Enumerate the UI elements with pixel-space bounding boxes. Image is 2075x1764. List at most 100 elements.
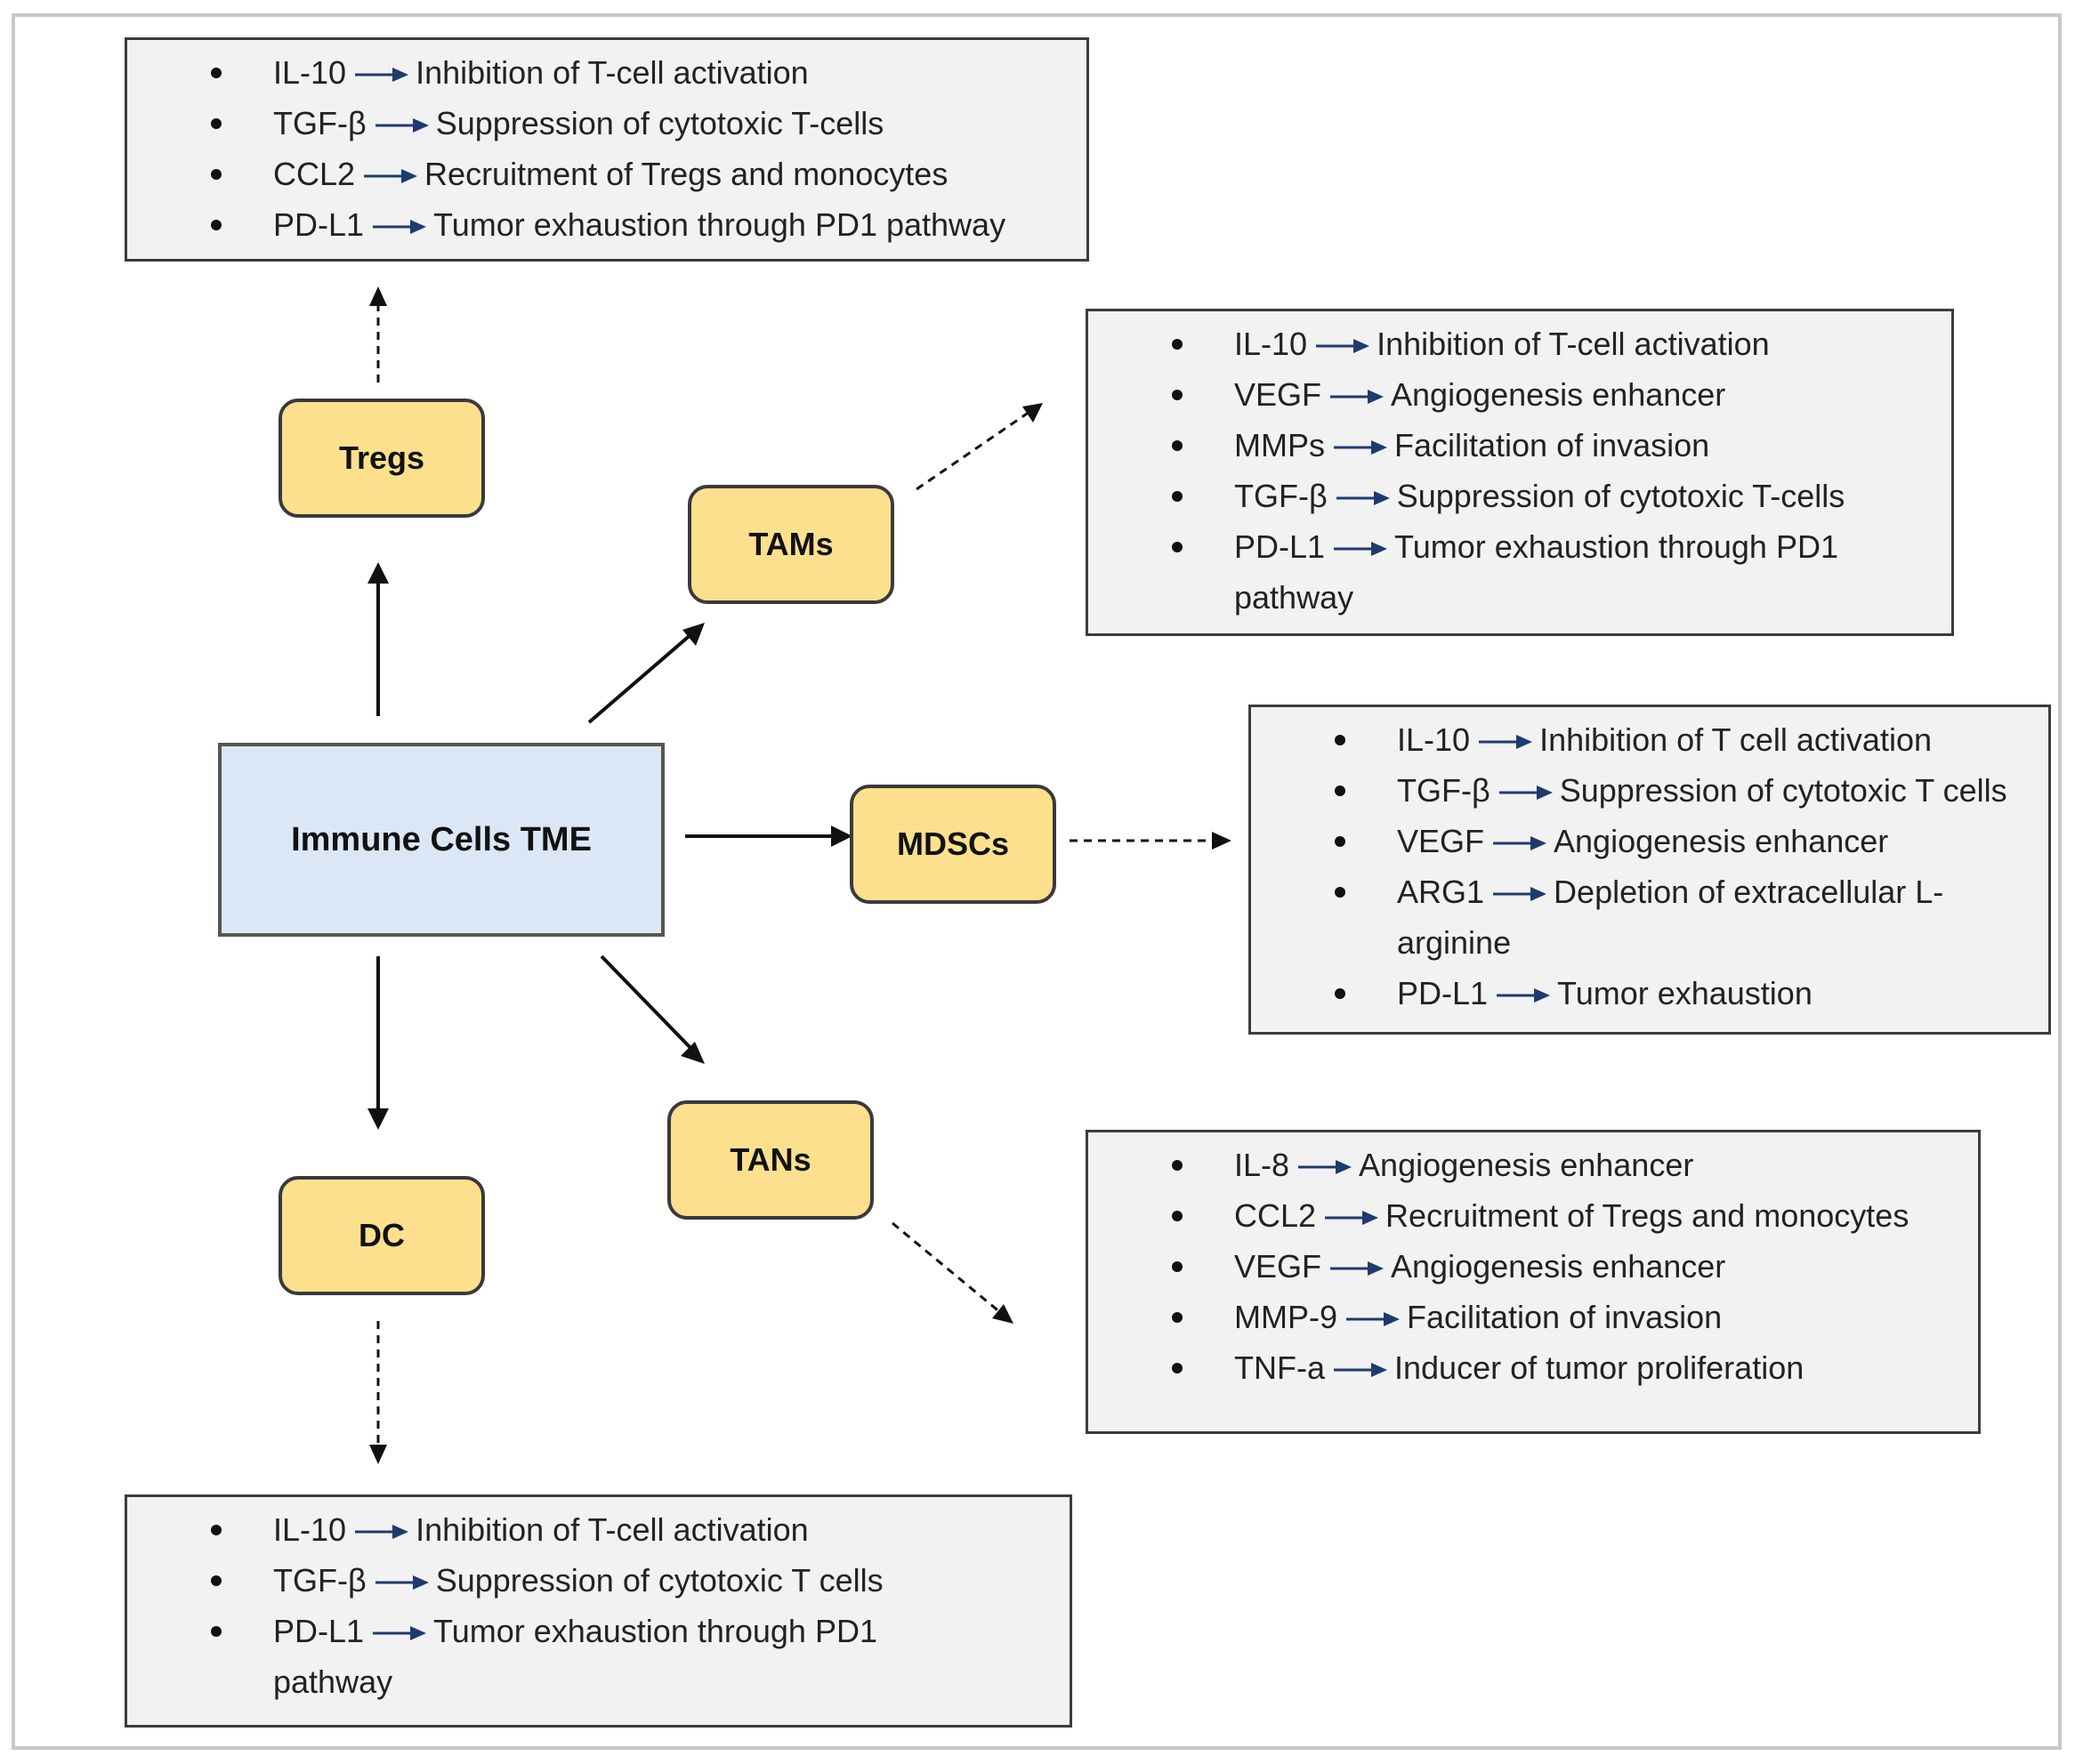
right-arrow-icon — [1330, 387, 1385, 407]
right-arrow-icon — [373, 1623, 427, 1643]
effect-label: Tumor exhaustion through PD1 — [433, 1613, 877, 1649]
bullet-icon — [211, 220, 222, 230]
dashed-arrowhead-dc-box — [369, 1445, 387, 1464]
effect-label: Facilitation of invasion — [1407, 1299, 1723, 1335]
right-arrow-icon — [1346, 1309, 1400, 1329]
factor-label: PD-L1 — [1234, 528, 1326, 565]
effect-label: Depletion of extracellular L- — [1554, 874, 1944, 910]
right-arrow-icon — [1334, 438, 1387, 457]
right-arrow-icon — [1334, 1360, 1387, 1380]
bullet-icon — [1335, 735, 1345, 745]
arrowhead-dc — [367, 1108, 389, 1130]
factor-label: TNF-a — [1234, 1349, 1325, 1386]
effect-label: Tumor exhaustion through PD1 pathway — [433, 206, 1006, 243]
factor-label: VEGF — [1234, 1248, 1322, 1285]
effect-label: Suppression of cytotoxic T-cells — [1396, 478, 1845, 514]
arrowhead-tregs — [367, 562, 389, 584]
arrow-center-to-tans — [600, 954, 694, 1051]
mdscs-node: MDSCs — [850, 785, 1056, 904]
factor-label: PD-L1 — [273, 206, 365, 243]
factor-label: CCL2 — [273, 156, 356, 192]
dc-node: DC — [279, 1176, 485, 1295]
effect-item-continuation: pathway — [273, 1663, 393, 1700]
bullet-icon — [211, 68, 222, 78]
right-arrow-icon — [1498, 783, 1553, 802]
immune-cells-tme-node: Immune Cells TME — [218, 743, 665, 937]
bullet-icon — [1172, 390, 1183, 400]
bullet-icon — [1335, 887, 1345, 898]
factor-label: PD-L1 — [273, 1613, 365, 1649]
effect-item-continuation: pathway — [1234, 579, 1354, 616]
factor-label: TGF-β — [273, 1562, 367, 1599]
right-arrow-icon — [1316, 336, 1370, 356]
bullet-icon — [1172, 542, 1183, 552]
bullet-icon — [1172, 1160, 1183, 1171]
bullet-icon — [211, 1575, 222, 1586]
dashed-arrowhead-tams-box — [1022, 403, 1043, 423]
factor-label: VEGF — [1397, 823, 1485, 859]
right-arrow-icon — [1330, 1259, 1385, 1278]
factor-label: TGF-β — [273, 105, 367, 141]
factor-label: TGF-β — [1234, 478, 1328, 514]
dashed-arrowhead-mdscs-box — [1212, 832, 1231, 850]
arrow-center-to-tams — [587, 632, 694, 724]
effect-item: ARG1 Depletion of extracellular L- — [1335, 866, 2048, 917]
factor-label: IL-10 — [1234, 326, 1308, 362]
effect-label: Suppression of cytotoxic T-cells — [435, 105, 884, 141]
effect-item: TGF-β Suppression of cytotoxic T-cells — [1172, 471, 1951, 521]
bullet-icon — [1172, 1363, 1183, 1373]
right-arrow-icon — [1493, 884, 1547, 904]
effect-item: IL-10 Inhibition of T-cell activation — [211, 1504, 1070, 1555]
effect-item: PD-L1 Tumor exhaustion through PD1 — [1172, 521, 1951, 572]
dashed-arrow-tams-box — [916, 410, 1030, 491]
effect-item: TNF-a Inducer of tumor proliferation — [1172, 1342, 1978, 1393]
bullet-icon — [1172, 1261, 1183, 1272]
factor-label: MMP-9 — [1234, 1299, 1337, 1335]
effect-item: TGF-β Suppression of cytotoxic T cells — [211, 1555, 1070, 1606]
figure-frame — [12, 13, 2062, 1750]
factor-label: VEGF — [1234, 376, 1322, 413]
effect-item: PD-L1 Tumor exhaustion through PD1 pathwa… — [211, 199, 1086, 250]
factor-label: ARG1 — [1397, 874, 1485, 910]
effect-item: VEGF Angiogenesis enhancer — [1172, 1241, 1978, 1292]
dashed-arrowhead-tans-box — [992, 1304, 1013, 1324]
right-arrow-icon — [1497, 986, 1551, 1005]
tams-node: TAMs — [688, 485, 894, 604]
factor-label: TGF-β — [1397, 772, 1490, 809]
bullet-icon — [1335, 988, 1345, 999]
effect-label: Suppression of cytotoxic T cells — [435, 1562, 884, 1599]
effect-label: Tumor exhaustion through PD1 — [1394, 528, 1838, 565]
bullet-icon — [1172, 491, 1183, 502]
bullet-icon — [211, 1626, 222, 1637]
effect-label: Inhibition of T-cell activation — [416, 54, 809, 91]
right-arrow-icon — [1334, 539, 1388, 559]
effect-label: Recruitment of Tregs and monocytes — [1385, 1197, 1909, 1234]
effect-label: Angiogenesis enhancer — [1391, 1248, 1726, 1285]
bullet-icon — [1335, 785, 1345, 796]
arrowhead-tans — [681, 1042, 705, 1064]
bullet-icon — [211, 118, 222, 129]
effect-label: Inhibition of T cell activation — [1539, 721, 1932, 758]
bullet-icon — [1172, 1312, 1183, 1323]
right-arrow-icon — [1479, 732, 1533, 752]
effect-label: Inducer of tumor proliferation — [1394, 1349, 1805, 1386]
effect-item: MMP-9 Facilitation of invasion — [1172, 1292, 1978, 1342]
factor-label: IL-10 — [273, 1511, 347, 1548]
effect-label: Inhibition of T-cell activation — [416, 1511, 809, 1548]
factor-label: IL-8 — [1234, 1147, 1290, 1183]
effect-label: Angiogenesis enhancer — [1554, 823, 1889, 859]
arrowhead-tams — [682, 623, 705, 646]
dashed-arrow-tans-box — [892, 1221, 1002, 1315]
effect-label: Suppression of cytotoxic T cells — [1559, 772, 2007, 809]
